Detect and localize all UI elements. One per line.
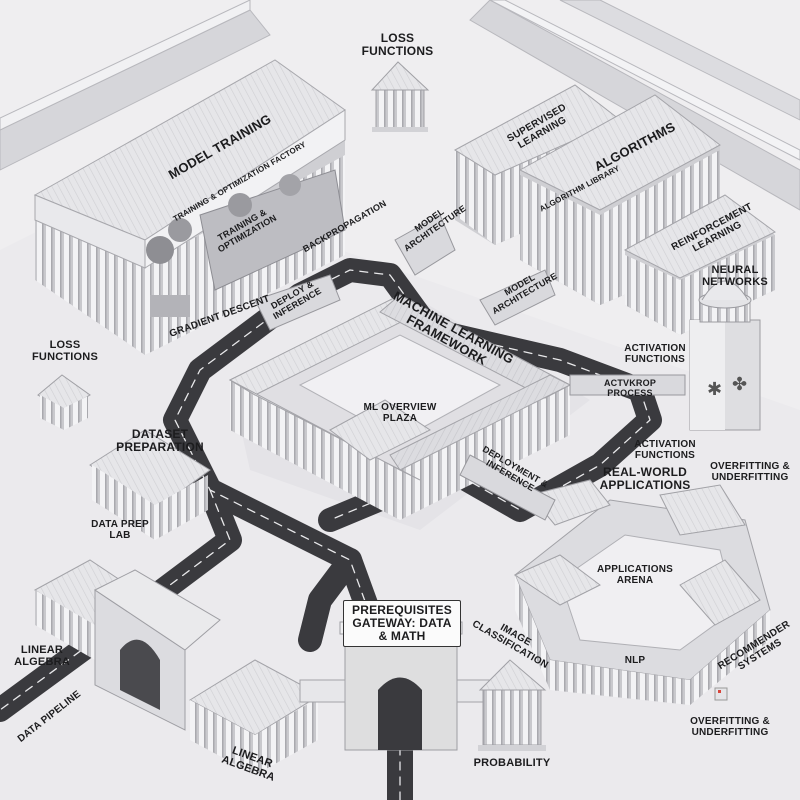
ml-framework-courtyard[interactable] — [228, 294, 572, 520]
loss-functions-kiosk-top[interactable] — [370, 61, 430, 132]
svg-text:✱: ✱ — [707, 379, 722, 400]
probability-building[interactable] — [478, 659, 547, 751]
neural-networks-tower[interactable]: ✱ ✤ — [689, 280, 761, 431]
algorithms-building[interactable] — [518, 94, 721, 305]
prerequisites-gateway-sign: PREREQUISITES GATEWAY: DATA & MATH — [343, 600, 461, 647]
loss-functions-left-label: LOSS FUNCTIONS — [32, 339, 98, 363]
activation-functions-top-label: ACTIVATION FUNCTIONS — [624, 343, 686, 365]
neural-networks-label: NEURAL NETWORKS — [702, 264, 768, 288]
bridges — [254, 214, 686, 521]
activation-process-bridge-label: ACTVKROP PROCESS — [603, 378, 657, 398]
overfitting-mini-block — [714, 687, 728, 701]
overfitting-underfitting-label-1: OVERFITTING & UNDERFITTING — [710, 461, 790, 483]
loss-functions-kiosk-left[interactable] — [37, 374, 91, 430]
loss-functions-top-label: LOSS FUNCTIONS — [361, 31, 434, 58]
svg-text:✤: ✤ — [732, 374, 747, 395]
prerequisites-gateway-arch[interactable] — [299, 621, 498, 751]
applications-arena-label: APPLICATIONS ARENA — [596, 564, 674, 586]
dataset-preparation-building[interactable] — [89, 429, 211, 540]
probability-label: PROBABILITY — [473, 757, 551, 769]
linear-algebra-arch[interactable] — [34, 559, 221, 731]
linear-algebra-building-bottom[interactable] — [188, 659, 322, 775]
real-world-applications-label: REAL-WORLD APPLICATIONS — [599, 465, 691, 492]
activation-functions-bottom-label: ACTIVATION FUNCTIONS — [634, 439, 696, 461]
dataset-preparation-label: DATASET PREPARATION — [116, 427, 204, 454]
applications-arena[interactable] — [513, 479, 771, 705]
data-prep-lab-label: DATA PREP LAB — [91, 519, 149, 541]
ml-overview-plaza-label: ML OVERVIEW PLAZA — [363, 402, 437, 424]
linear-algebra-left-label: LINEAR ALGEBRA — [14, 644, 70, 668]
nlp-label: NLP — [624, 655, 646, 666]
model-training-building[interactable] — [33, 59, 346, 355]
overfitting-underfitting-label-2: OVERFITTING & UNDERFITTING — [690, 716, 770, 738]
